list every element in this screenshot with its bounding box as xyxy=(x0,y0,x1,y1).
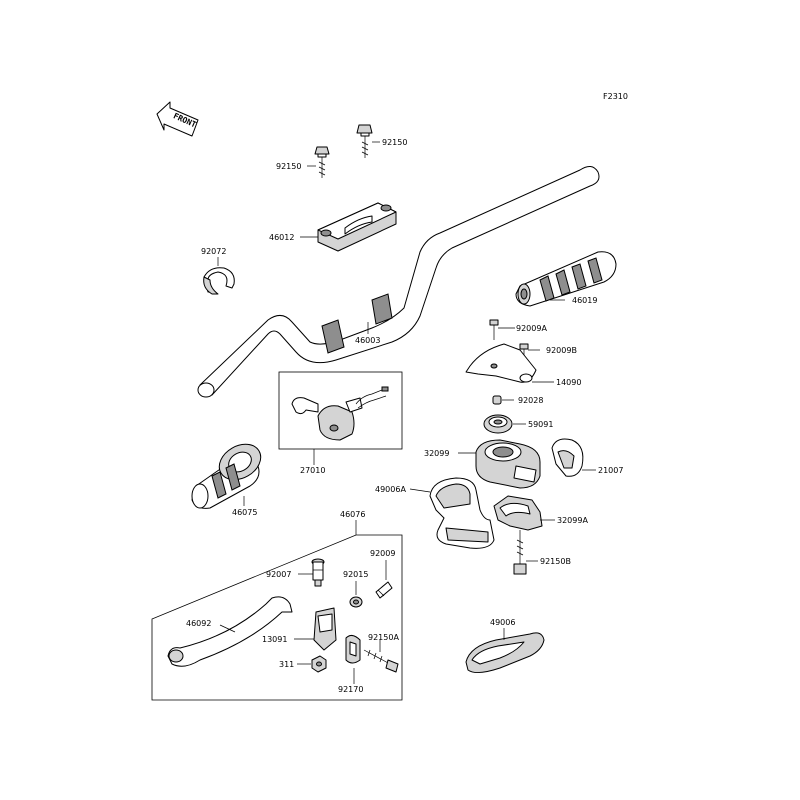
handlebar-46003 xyxy=(197,166,600,398)
label-27010: 27010 xyxy=(300,466,325,475)
pulley-59091 xyxy=(483,414,513,434)
throttle-cap-21007 xyxy=(551,438,584,477)
lever-cover-49006 xyxy=(465,632,545,674)
label-46003: 46003 xyxy=(355,336,380,345)
grip-46075 xyxy=(191,443,262,509)
bolt-92150-right-icon xyxy=(356,124,373,158)
diagram-code: F2310 xyxy=(603,92,628,101)
switch-27010-box xyxy=(278,371,403,450)
label-32099A: 32099A xyxy=(557,516,588,525)
label-46019: 46019 xyxy=(572,296,597,305)
label-92150-right: 92150 xyxy=(382,138,407,147)
label-13091: 13091 xyxy=(262,635,287,644)
nut-311-icon xyxy=(311,655,327,673)
front-arrow-icon: FRONT xyxy=(156,101,199,137)
label-14090: 14090 xyxy=(556,378,581,387)
label-92009A: 92009A xyxy=(516,324,547,333)
label-311: 311 xyxy=(279,660,294,669)
label-92150A: 92150A xyxy=(368,633,399,642)
label-92028: 92028 xyxy=(518,396,543,405)
bolt-92150-left-icon xyxy=(314,146,330,178)
lever-assembly-46076-box xyxy=(151,534,403,701)
label-92072: 92072 xyxy=(201,247,226,256)
label-92009: 92009 xyxy=(370,549,395,558)
collar-92028-icon xyxy=(492,395,502,405)
label-46092: 46092 xyxy=(186,619,211,628)
cover-14090 xyxy=(465,343,537,383)
label-92009B: 92009B xyxy=(546,346,577,355)
throttle-tube-49006A xyxy=(429,477,495,549)
housing-32099 xyxy=(475,439,541,489)
label-49006A: 49006A xyxy=(375,485,406,494)
clip-92072 xyxy=(203,267,235,295)
label-32099: 32099 xyxy=(424,449,449,458)
label-49006: 49006 xyxy=(490,618,515,627)
handlebar-clamp-46012 xyxy=(317,202,397,252)
label-59091: 59091 xyxy=(528,420,553,429)
screw-92009A-icon xyxy=(489,319,499,340)
label-92015: 92015 xyxy=(343,570,368,579)
label-46012: 46012 xyxy=(269,233,294,242)
label-92007: 92007 xyxy=(266,570,291,579)
lever-46092 xyxy=(167,596,293,667)
lever-holder-13091 xyxy=(313,607,337,651)
bolt-92007-icon xyxy=(311,558,325,587)
label-46076: 46076 xyxy=(340,510,365,519)
switch-27010 xyxy=(291,386,389,441)
grip-46019 xyxy=(515,251,617,307)
housing-32099A xyxy=(493,495,543,531)
bolt-92150A-icon xyxy=(363,649,399,673)
screw-92009-icon xyxy=(375,581,393,599)
label-92150-left: 92150 xyxy=(276,162,301,171)
label-92150B: 92150B xyxy=(540,557,571,566)
bolt-92150B-icon xyxy=(513,530,527,575)
label-92170: 92170 xyxy=(338,685,363,694)
label-21007: 21007 xyxy=(598,466,623,475)
clamp-92170 xyxy=(345,634,361,664)
label-46075: 46075 xyxy=(232,508,257,517)
nut-92015-icon xyxy=(349,596,363,608)
